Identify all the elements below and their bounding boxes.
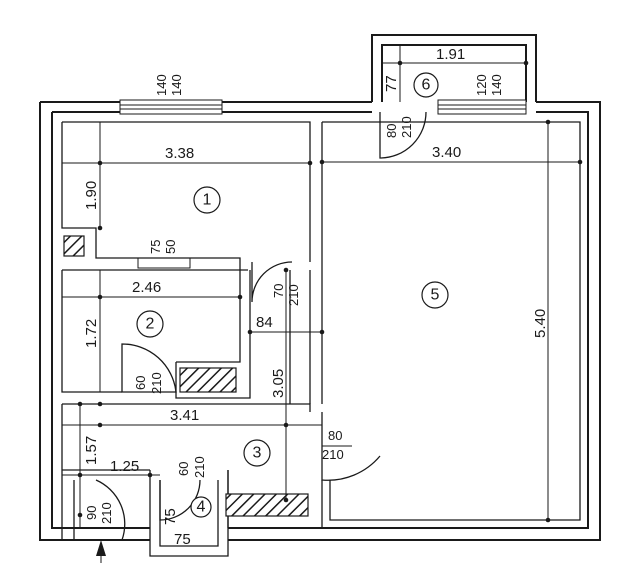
dim-storage-width: 75 — [174, 531, 191, 548]
window-room1 — [119, 99, 223, 115]
balcony-outline — [371, 34, 537, 102]
hatched-block-room2 — [179, 367, 237, 393]
dim-room5-depth: 5.40 — [532, 309, 549, 338]
svg-text:1: 1 — [203, 192, 212, 209]
door-room2 — [121, 343, 177, 393]
window-small-height: 50 — [163, 240, 178, 254]
ventilation-shaft — [63, 235, 85, 257]
dim-room1-depth: 1.90 — [83, 181, 100, 210]
door-room5-width: 80 — [328, 428, 342, 443]
door-room5 — [321, 412, 381, 481]
door-room5-height: 210 — [322, 447, 344, 462]
dim-room2-depth: 1.72 — [83, 319, 100, 348]
door-room2-width: 60 — [133, 376, 148, 390]
svg-text:4: 4 — [197, 499, 206, 516]
dim-balcony-depth: 77 — [383, 75, 400, 92]
window1-height: 140 — [169, 74, 184, 96]
dim-hall-depth: 1.57 — [83, 436, 100, 465]
svg-text:3: 3 — [253, 445, 262, 462]
door-storage-height: 210 — [192, 456, 207, 478]
dim-balcony-width: 1.91 — [436, 46, 465, 63]
dim-room5-width: 3.40 — [432, 144, 461, 161]
door-room1-width: 70 — [271, 284, 286, 298]
door-room2-height: 210 — [149, 372, 164, 394]
dim-room1-width: 3.38 — [165, 145, 194, 162]
svg-text:2: 2 — [146, 316, 155, 333]
door-storage — [159, 479, 201, 521]
room-2-marker: 2 — [136, 310, 164, 338]
entrance-arrow-icon — [96, 540, 106, 563]
outer-walls — [39, 101, 601, 541]
room-4-marker: 4 — [190, 496, 212, 518]
room-5-marker: 5 — [421, 281, 449, 309]
dimension-labels: 3.38 1.90 2.46 1.72 3.41 1.57 1.25 84 3.… — [83, 46, 549, 548]
window-small-width: 75 — [148, 240, 163, 254]
room-6-marker: 6 — [413, 72, 439, 98]
door-storage-width: 60 — [176, 462, 191, 476]
window-balcony-width: 120 — [474, 74, 489, 96]
window-small — [137, 257, 191, 269]
door-entrance-height: 210 — [99, 502, 114, 524]
door-entrance — [73, 479, 126, 541]
svg-text:6: 6 — [422, 77, 431, 94]
door-balcony-height: 210 — [399, 116, 414, 138]
dim-corridor-width: 84 — [256, 314, 273, 331]
svg-text:5: 5 — [431, 287, 440, 304]
door-room1-height: 210 — [286, 284, 301, 306]
window-balcony-height: 140 — [489, 74, 504, 96]
window1-width: 140 — [154, 74, 169, 96]
room-1-marker: 1 — [193, 186, 221, 214]
dim-storage-depth: 75 — [162, 508, 179, 525]
hatched-block-hall — [225, 493, 309, 517]
room-3-marker: 3 — [243, 439, 271, 467]
window-room5 — [437, 99, 527, 115]
dim-hall-lower-width: 1.25 — [110, 458, 139, 475]
dim-room2-width: 2.46 — [132, 279, 161, 296]
dim-corridor-length: 3.05 — [270, 369, 287, 398]
opening-labels: 140 140 120 140 75 50 80 210 70 210 60 2… — [84, 74, 504, 524]
door-balcony — [379, 111, 427, 159]
dim-hall-width: 3.41 — [170, 407, 199, 424]
door-room1 — [251, 261, 293, 303]
door-entrance-width: 90 — [84, 506, 99, 520]
door-balcony-width: 80 — [384, 124, 399, 138]
dimension-lines — [62, 45, 583, 528]
